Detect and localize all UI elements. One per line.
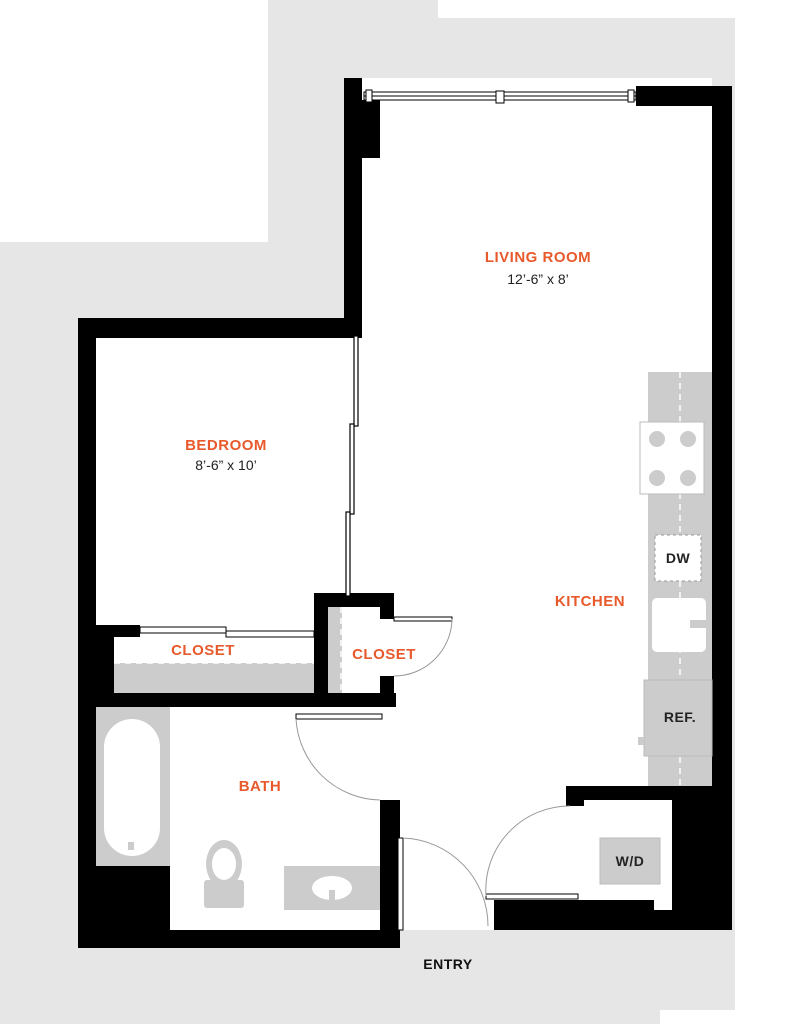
living-room-name: LIVING ROOM bbox=[485, 249, 591, 266]
bathtub bbox=[96, 707, 170, 866]
dishwasher-label: DW bbox=[666, 550, 691, 566]
bath-name: BATH bbox=[239, 778, 282, 795]
refrigerator-label: REF. bbox=[664, 709, 696, 725]
bedroom-closet bbox=[114, 626, 315, 693]
walls bbox=[78, 78, 732, 948]
hall-closet-door[interactable] bbox=[393, 616, 453, 677]
kitchen-name: KITCHEN bbox=[555, 593, 625, 610]
bedroom-dims: 8’-6” x 10’ bbox=[195, 457, 256, 473]
hall-closet-name: CLOSET bbox=[352, 646, 416, 663]
refrigerator bbox=[638, 679, 713, 757]
kitchen-sink bbox=[652, 598, 710, 652]
bedroom-name: BEDROOM bbox=[185, 437, 267, 454]
washer-dryer bbox=[599, 837, 661, 885]
dishwasher bbox=[654, 534, 702, 582]
toilet bbox=[204, 840, 244, 908]
entry-door[interactable] bbox=[397, 837, 489, 931]
entry-label: ENTRY bbox=[423, 956, 473, 972]
living-room-dims: 12’-6” x 8’ bbox=[507, 271, 568, 287]
bedroom-closet-name: CLOSET bbox=[171, 642, 235, 659]
washer-dryer-label: W/D bbox=[616, 853, 645, 869]
windows bbox=[363, 89, 637, 104]
hall-closet bbox=[328, 607, 342, 693]
bedroom-sliding-door[interactable] bbox=[345, 335, 359, 597]
bath-door[interactable] bbox=[295, 713, 383, 801]
laundry-door[interactable] bbox=[485, 805, 579, 900]
cooktop bbox=[639, 421, 705, 495]
unit-floor bbox=[78, 78, 712, 930]
vanity bbox=[284, 866, 380, 910]
